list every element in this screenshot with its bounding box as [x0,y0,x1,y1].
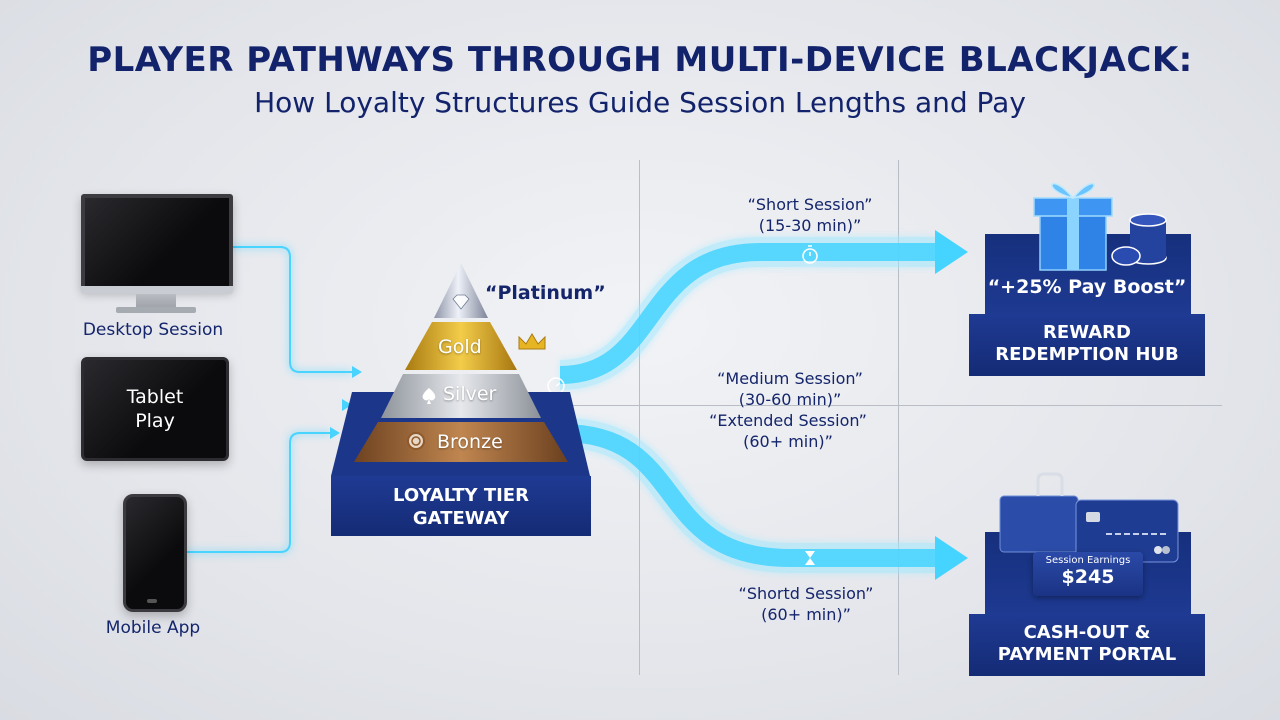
smartphone-icon [123,494,187,612]
tablet-icon: Tablet Play [81,357,229,461]
medium-session-line1: “Medium Session” [717,369,863,388]
portal-line2: PAYMENT PORTAL [997,644,1177,665]
mobile-connector [186,432,330,553]
reward-hub-line2: REDEMPTION HUB [995,344,1179,365]
tier-silver-label: Silver [443,383,497,405]
tablet-label-line1: Tablet [126,386,184,408]
short-session-line2: (15-30 min)” [758,216,862,235]
grid-line-vertical-2 [898,160,899,675]
mobile-connector-arrowhead [330,427,340,439]
tier-silver-shape [381,374,541,418]
pay-boost-label: “+25% Pay Boost” [987,276,1187,298]
diamond-icon [452,294,470,310]
portal-line1: CASH-OUT & [1023,622,1151,643]
gateway-label-line2: GATEWAY [412,508,510,529]
spade-icon [422,388,436,404]
diagram-subtitle: How Loyalty Structures Guide Session Len… [254,86,1026,119]
gift-box-icon [1033,182,1113,271]
tier-gold-shape [405,322,517,370]
desktop-monitor-base [116,307,196,313]
tier-platinum-label: “Platinum” [485,282,606,304]
desktop-connector-arrowhead [352,366,362,378]
medium-session-label: “Medium Session” (30-60 min)” [680,368,900,410]
gateway-label-line1: LOYALTY TIER [393,485,529,506]
chip-stack-icon [1111,213,1167,266]
medium-session-line2: (30-60 min)” [738,390,842,409]
wallet-icon [999,472,1079,553]
cash-out-arrowhead [935,536,968,580]
reward-redemption-hub: REWARD REDEMPTION HUB [969,314,1205,376]
extended-session-label: “Extended Session” (60+ min)” [688,410,888,452]
desktop-connector [228,246,352,373]
mobile-label: Mobile App [105,618,201,638]
session-earnings-card: Session Earnings $245 [1033,552,1143,596]
tier-bronze-label: Bronze [437,431,503,453]
tablet-connector-arrowhead [342,399,352,411]
desktop-label: Desktop Session [82,320,224,340]
desktop-monitor-stand [136,294,176,308]
grid-line-vertical-1 [639,160,640,675]
extended-session-line1: “Extended Session” [709,411,867,430]
stopwatch-icon [802,245,818,264]
shortd-session-line1: “Shortd Session” [738,584,874,603]
extended-session-line2: (60+ min)” [743,432,833,451]
tier-gold-label: Gold [438,336,482,358]
desktop-monitor-chin [81,286,233,294]
short-session-line1: “Short Session” [747,195,873,214]
cash-out-payment-portal: CASH-OUT & PAYMENT PORTAL [969,614,1205,676]
flow-to-cash-out-core [561,424,935,567]
grid-line-horizontal [560,405,1222,406]
diagram-title: PLAYER PATHWAYS THROUGH MULTI-DEVICE BLA… [87,40,1193,80]
tier-bronze-shape [354,422,568,462]
hourglass-icon [805,551,815,565]
reward-hub-line1: REWARD [1043,322,1131,343]
short-session-label: “Short Session” (15-30 min)” [700,194,920,236]
flow-to-reward-hub-core [559,243,935,384]
reward-hub-arrowhead [935,230,968,274]
tablet-label-line2: Play [135,410,175,432]
session-earnings-value: $245 [1061,566,1115,588]
crown-icon [518,333,546,350]
session-earnings-label: Session Earnings [1045,555,1131,566]
smartphone-home-button [147,599,157,603]
shortd-session-label: “Shortd Session” (60+ min)” [696,583,916,625]
shortd-session-line2: (60+ min)” [761,605,851,624]
loyalty-tier-gateway: LOYALTY TIER GATEWAY [331,476,591,536]
tier-platinum-shape [434,263,488,318]
poker-chip-icon [407,432,425,450]
